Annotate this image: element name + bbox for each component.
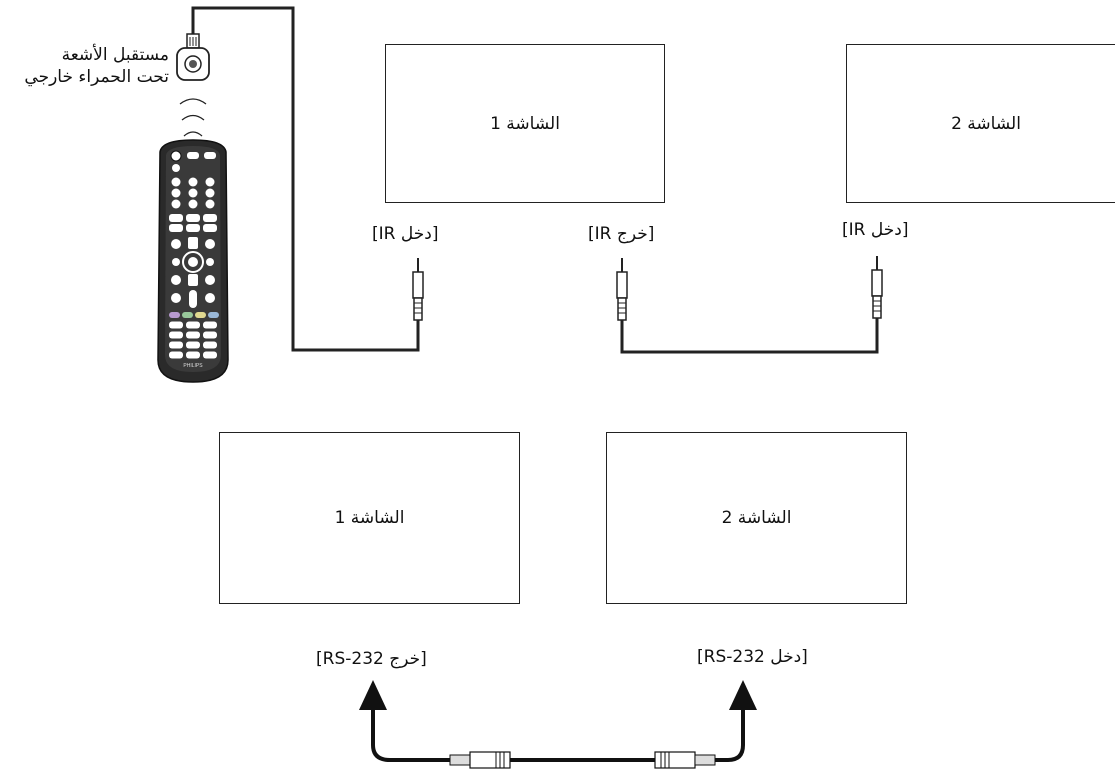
- remote-number-button: [203, 351, 217, 359]
- remote-button: [188, 199, 198, 209]
- ir-display-2-label: الشاشة 2: [951, 113, 1021, 134]
- remote-button: [203, 224, 217, 232]
- ir-in-jack-display2: [871, 256, 883, 319]
- remote-button: [171, 199, 181, 209]
- remote-button: [169, 214, 183, 222]
- remote-brand-label: PHILIPS: [183, 363, 203, 369]
- remote-color-button: [182, 312, 193, 318]
- ir-in-label-display2: [دخل IR]: [842, 220, 909, 240]
- remote-button: [205, 239, 215, 249]
- remote-number-button: [203, 321, 217, 329]
- remote-button: [169, 224, 183, 232]
- remote-number-button: [186, 321, 200, 329]
- remote-button: [186, 214, 200, 222]
- rs232-cable-jack-right: [654, 751, 716, 769]
- ir-in-jack-display1: [412, 258, 424, 321]
- remote-number-button: [169, 351, 183, 359]
- remote-button: [204, 152, 216, 159]
- remote-button: [171, 293, 181, 303]
- rs232-display-1-label: الشاشة 1: [334, 508, 405, 528]
- remote-button: [188, 177, 198, 187]
- remote-power-button: [170, 150, 182, 162]
- remote-color-button: [195, 312, 206, 318]
- remote-number-button: [203, 331, 217, 339]
- remote-button: [205, 293, 215, 303]
- ir-out-label-display1: [خرج IR]: [588, 224, 655, 244]
- remote-button: [172, 164, 180, 172]
- remote-button: [171, 275, 181, 285]
- ir-receiver-caption-line1: مستقبل الأشعة: [61, 45, 169, 65]
- remote-dpad: [182, 251, 204, 273]
- remote-button: [205, 199, 215, 209]
- remote-button: [205, 275, 215, 285]
- ir-receiver-icon: [176, 33, 210, 81]
- remote-color-button: [208, 312, 219, 318]
- rs232-display-2-label: الشاشة 2: [721, 508, 792, 528]
- remote-number-button: [169, 341, 183, 349]
- ir-display-1: الشاشة 1: [385, 44, 665, 203]
- remote-button: [203, 214, 217, 222]
- remote-button: [206, 258, 214, 266]
- ir-receiver-caption: مستقبل الأشعة تحت الحمراء خارجي: [24, 44, 169, 88]
- remote-button: [188, 188, 198, 198]
- remote-home-button: [188, 237, 198, 249]
- rs232-out-label-display1: [خرج RS-232]: [316, 649, 427, 669]
- rs232-cable: [371, 706, 745, 762]
- rs232-display-2: الشاشة 2: [606, 432, 907, 604]
- remote-button: [172, 258, 180, 266]
- rs232-out-arrow-icon: [359, 680, 387, 710]
- ir-receiver-cable: [191, 6, 420, 352]
- remote-button: [205, 188, 215, 198]
- remote-number-button: [186, 351, 200, 359]
- remote-number-button: [169, 331, 183, 339]
- remote-number-button: [203, 341, 217, 349]
- rs232-cable-jack-left: [449, 751, 511, 769]
- rs232-display-1: الشاشة 1: [219, 432, 520, 604]
- remote-button: [171, 188, 181, 198]
- remote-volume-rocker: [189, 290, 197, 308]
- remote-button: [205, 177, 215, 187]
- remote-button: [171, 239, 181, 249]
- ir-in-label-display1: [دخل IR]: [372, 224, 439, 244]
- remote-control-icon: [157, 139, 229, 383]
- remote-button: [171, 177, 181, 187]
- remote-number-button: [186, 331, 200, 339]
- ir-display-2: الشاشة 2: [846, 44, 1115, 203]
- remote-button: [186, 224, 200, 232]
- ir-daisy-chain-cable: [620, 318, 879, 354]
- remote-number-button: [169, 321, 183, 329]
- remote-number-button: [186, 341, 200, 349]
- ir-receiver-caption-line2: تحت الحمراء خارجي: [24, 67, 169, 87]
- remote-button: [187, 152, 199, 159]
- remote-button: [188, 274, 198, 286]
- remote-color-button: [169, 312, 180, 318]
- ir-signal-icon: [179, 98, 207, 137]
- ir-display-1-label: الشاشة 1: [490, 113, 560, 134]
- remote-ok-button: [188, 257, 198, 267]
- rs232-in-label-display2: [دخل RS-232]: [697, 647, 808, 667]
- rs232-in-arrow-icon: [729, 680, 757, 710]
- ir-out-jack-display1: [616, 258, 628, 321]
